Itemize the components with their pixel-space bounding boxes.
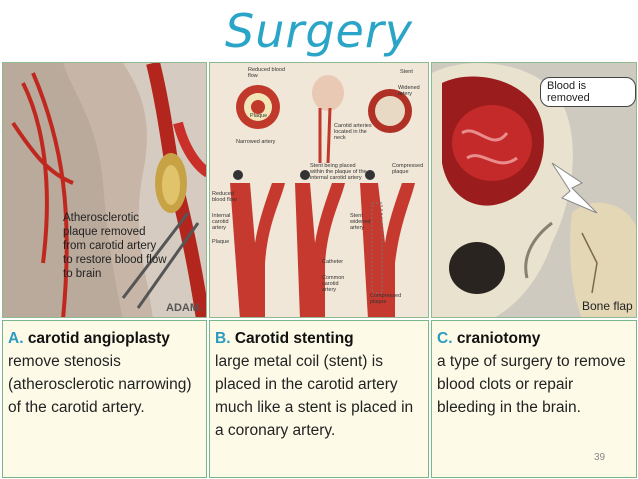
label-compressed-plaque: Compressed plaque	[392, 163, 424, 175]
label-plaque: Plaque	[250, 113, 268, 119]
blood-removed-callout: Blood is removed	[540, 77, 636, 107]
panel-a-body: remove stenosis (atherosclerotic narrowi…	[8, 353, 192, 416]
label-widened-artery: Widened artery	[398, 85, 420, 97]
panel-c-body: a type of surgery to remove blood clots …	[437, 353, 626, 416]
label-plaque-2: Plaque	[212, 239, 230, 245]
panel-c-heading: craniotomy	[456, 330, 541, 347]
carotid-stenting-illustration: Reduced blood flow Plaque Narrowed arter…	[209, 62, 429, 318]
label-compressed-plaque-2: Compressed plaque	[370, 293, 402, 305]
angioplasty-caption: Atherosclerotic plaque removed from caro…	[63, 212, 167, 280]
slide-number: 39	[594, 452, 606, 463]
panel-b-letter: B.	[215, 330, 231, 347]
label-carotid-arteries: Carotid arteries located in the neck	[334, 123, 372, 141]
adam-credit: ADAM.	[166, 302, 203, 314]
label-reduced-flow-2: Reduced blood flow	[212, 191, 237, 203]
label-reduced-flow: Reduced blood flow	[248, 67, 286, 79]
panel-b-heading: Carotid stenting	[234, 330, 354, 347]
label-internal-carotid: Internal carotid artery	[212, 213, 231, 231]
bone-flap-label: Bone flap	[582, 299, 633, 313]
label-catheter: Catheter	[322, 259, 344, 265]
angioplasty-description: A. carotid angioplasty remove stenosis (…	[2, 320, 207, 478]
carotid-angioplasty-illustration: Atherosclerotic plaque removed from caro…	[2, 62, 207, 318]
craniotomy-description: C. craniotomy a type of surgery to remov…	[431, 320, 637, 478]
panel-b-body: large metal coil (stent) is placed in th…	[215, 353, 414, 439]
angioplasty-drawing	[3, 63, 206, 317]
panel-a-heading: carotid angioplasty	[27, 330, 170, 347]
stenting-drawing	[210, 63, 428, 317]
label-narrowed-artery: Narrowed artery	[236, 139, 276, 145]
panel-a-letter: A.	[8, 330, 24, 347]
label-stent-widened: Stent widened artery	[350, 213, 371, 231]
craniotomy-illustration: Blood is removed Bone flap	[431, 62, 637, 318]
panel-c-letter: C.	[437, 330, 453, 347]
label-stent: Stent	[400, 69, 413, 75]
label-common-carotid: Common carotid artery	[322, 275, 345, 293]
stenting-description: B. Carotid stenting large metal coil (st…	[209, 320, 429, 478]
slide-title: Surgery	[225, 4, 413, 58]
label-stent-placed: Stent being placed within the plaque of …	[310, 163, 367, 181]
